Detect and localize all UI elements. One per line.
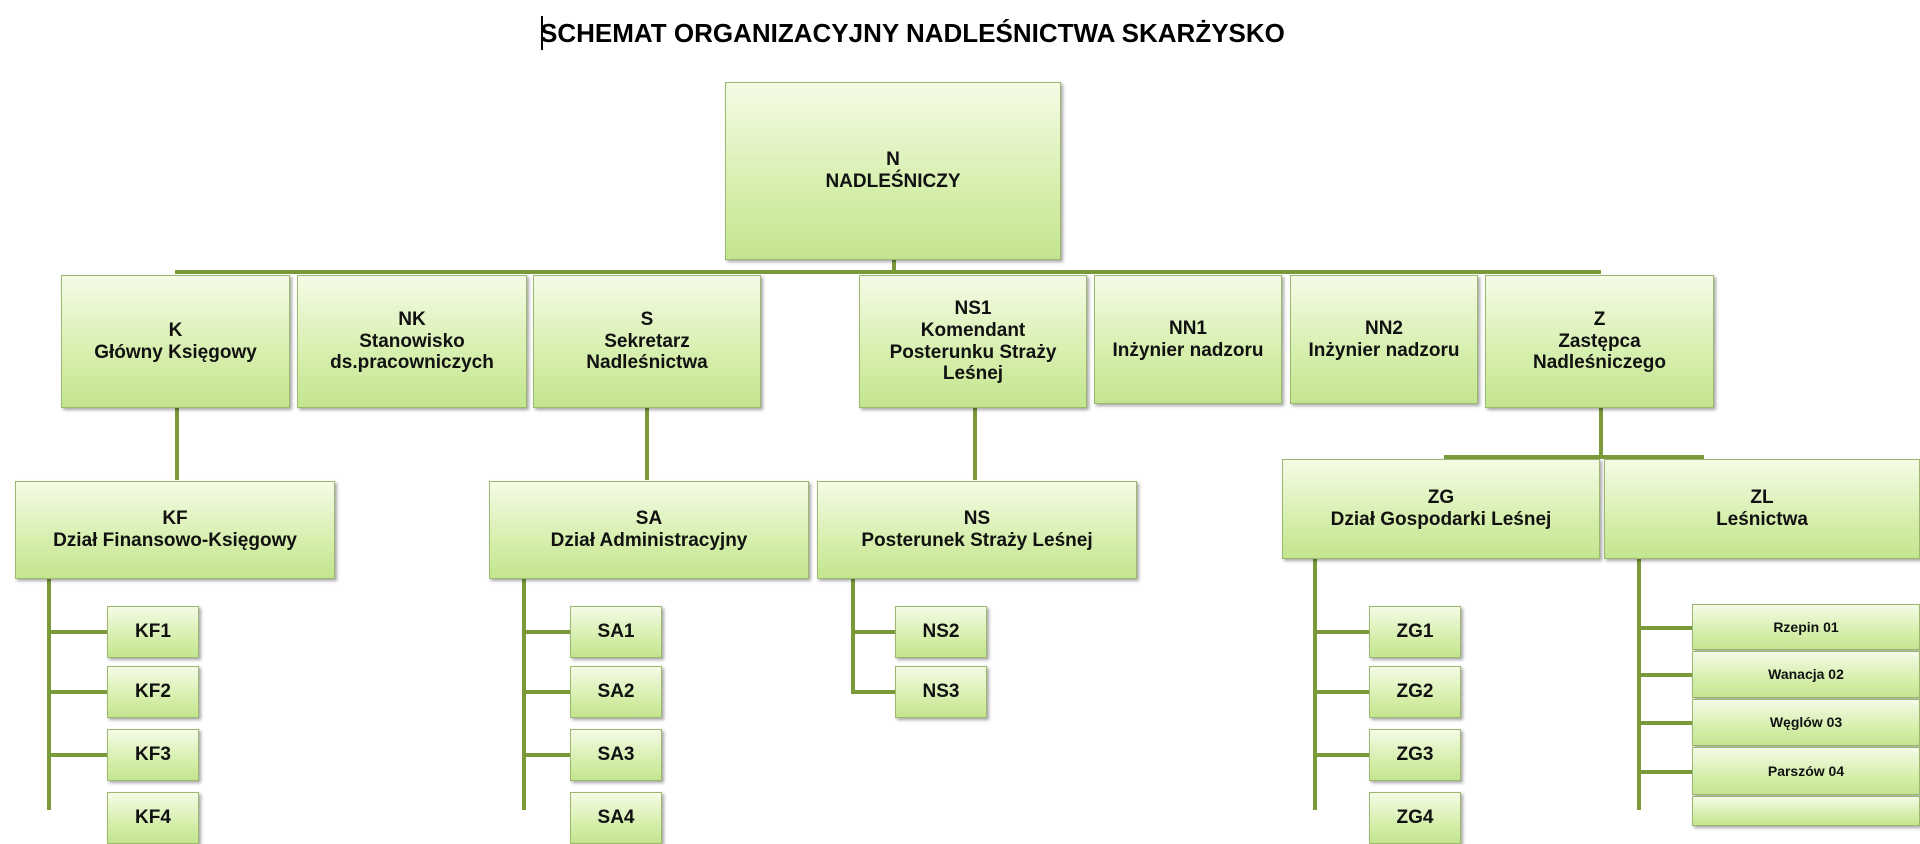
connector-s-down (645, 407, 649, 480)
node-zl-parszow: Parszów 04 (1692, 747, 1920, 795)
node-k: K Główny Księgowy (61, 275, 290, 408)
connector-kf2 (47, 690, 107, 694)
connector-ns2 (851, 630, 895, 634)
text-cursor (541, 16, 543, 50)
connector-zg3 (1313, 753, 1369, 757)
node-code: NS1 (954, 297, 992, 319)
connector-sa-spine (522, 578, 526, 810)
node-name: Stanowisko ds.pracowniczych (330, 330, 494, 374)
connector-kf1 (47, 630, 107, 634)
connector-zg2 (1313, 690, 1369, 694)
node-name: Dział Administracyjny (550, 530, 748, 551)
connector-kf-spine (47, 578, 51, 810)
node-name: Zastępca Nadleśniczego (1532, 330, 1667, 374)
node-sa4: SA4 (570, 792, 662, 844)
node-code: ZG (1427, 487, 1455, 509)
node-zl: ZL Leśnictwa (1604, 459, 1920, 559)
node-name: Sekretarz Nadleśnictwa (586, 330, 708, 374)
node-name: Dział Gospodarki Leśnej (1330, 509, 1552, 530)
node-sa3: SA3 (570, 729, 662, 781)
node-ns3: NS3 (895, 666, 987, 718)
connector-ns3 (851, 690, 895, 694)
node-name: Komendant Posterunku Straży Leśnej (889, 319, 1057, 385)
connector-zl3 (1637, 721, 1692, 725)
node-code: N (886, 149, 900, 171)
node-zl-weglow: Węglów 03 (1692, 699, 1920, 746)
connector-ns1-down (973, 407, 977, 480)
node-s: S Sekretarz Nadleśnictwa (533, 275, 761, 408)
connector-sa3 (522, 753, 570, 757)
connector-zl2 (1637, 673, 1692, 677)
node-code: SA (635, 508, 663, 530)
node-kf: KF Dział Finansowo-Księgowy (15, 481, 335, 579)
connector-zg-zl-bus (1444, 455, 1704, 459)
node-name: Inżynier nadzoru (1112, 339, 1264, 361)
connector-root-down (892, 259, 896, 272)
node-zl-rzepin: Rzepin 01 (1692, 604, 1920, 650)
connector-zg1 (1313, 630, 1369, 634)
node-code: NK (398, 308, 426, 330)
node-name: Leśnictwa (1716, 509, 1808, 530)
node-code: NN2 (1364, 317, 1403, 339)
node-sa: SA Dział Administracyjny (489, 481, 809, 579)
node-ns: NS Posterunek Straży Leśnej (817, 481, 1137, 579)
node-nk: NK Stanowisko ds.pracowniczych (297, 275, 527, 408)
node-code: KF (162, 508, 188, 530)
connector-kf3 (47, 753, 107, 757)
node-nadlesniczy: N NADLEŚNICZY (725, 82, 1061, 260)
node-nn1: NN1 Inżynier nadzoru (1094, 275, 1282, 404)
node-zl-partial (1692, 796, 1920, 826)
node-nn2: NN2 Inżynier nadzoru (1290, 275, 1478, 404)
node-kf2: KF2 (107, 666, 199, 718)
connector-sa1 (522, 630, 570, 634)
connector-zl4 (1637, 770, 1692, 774)
node-code: ZL (1750, 487, 1774, 509)
node-code: S (640, 308, 654, 330)
connector-ns-spine (851, 578, 855, 693)
node-code: NN1 (1168, 317, 1207, 339)
node-name: Główny Księgowy (94, 341, 257, 363)
node-zg2: ZG2 (1369, 666, 1461, 718)
node-name: Inżynier nadzoru (1308, 339, 1460, 361)
node-code: K (168, 319, 183, 341)
connector-z-down (1599, 407, 1603, 457)
connector-zl1 (1637, 626, 1692, 630)
connector-sa2 (522, 690, 570, 694)
node-kf3: KF3 (107, 729, 199, 781)
connector-zl-spine (1637, 557, 1641, 810)
node-kf4: KF4 (107, 792, 199, 844)
node-sa1: SA1 (570, 606, 662, 658)
node-zg3: ZG3 (1369, 729, 1461, 781)
node-ns1: NS1 Komendant Posterunku Straży Leśnej (859, 275, 1087, 408)
node-kf1: KF1 (107, 606, 199, 658)
connector-zg-spine (1313, 557, 1317, 810)
node-zl-wanacja: Wanacja 02 (1692, 651, 1920, 698)
node-z: Z Zastępca Nadleśniczego (1485, 275, 1714, 408)
connector-k-down (175, 407, 179, 480)
node-name: Dział Finansowo-Księgowy (53, 530, 297, 551)
node-code: NS (963, 508, 991, 530)
node-zg1: ZG1 (1369, 606, 1461, 658)
org-chart: SCHEMAT ORGANIZACYJNY NADLEŚNICTWA SKARŻ… (15, 16, 1920, 844)
node-zg: ZG Dział Gospodarki Leśnej (1282, 459, 1600, 559)
node-zg4: ZG4 (1369, 792, 1461, 844)
connector-level1-bus (175, 270, 1601, 274)
node-name: Posterunek Straży Leśnej (861, 530, 1093, 551)
node-sa2: SA2 (570, 666, 662, 718)
node-ns2: NS2 (895, 606, 987, 658)
node-code: Z (1593, 308, 1606, 330)
node-name: NADLEŚNICZY (825, 171, 961, 192)
page-title: SCHEMAT ORGANIZACYJNY NADLEŚNICTWA SKARŻ… (540, 18, 1285, 48)
